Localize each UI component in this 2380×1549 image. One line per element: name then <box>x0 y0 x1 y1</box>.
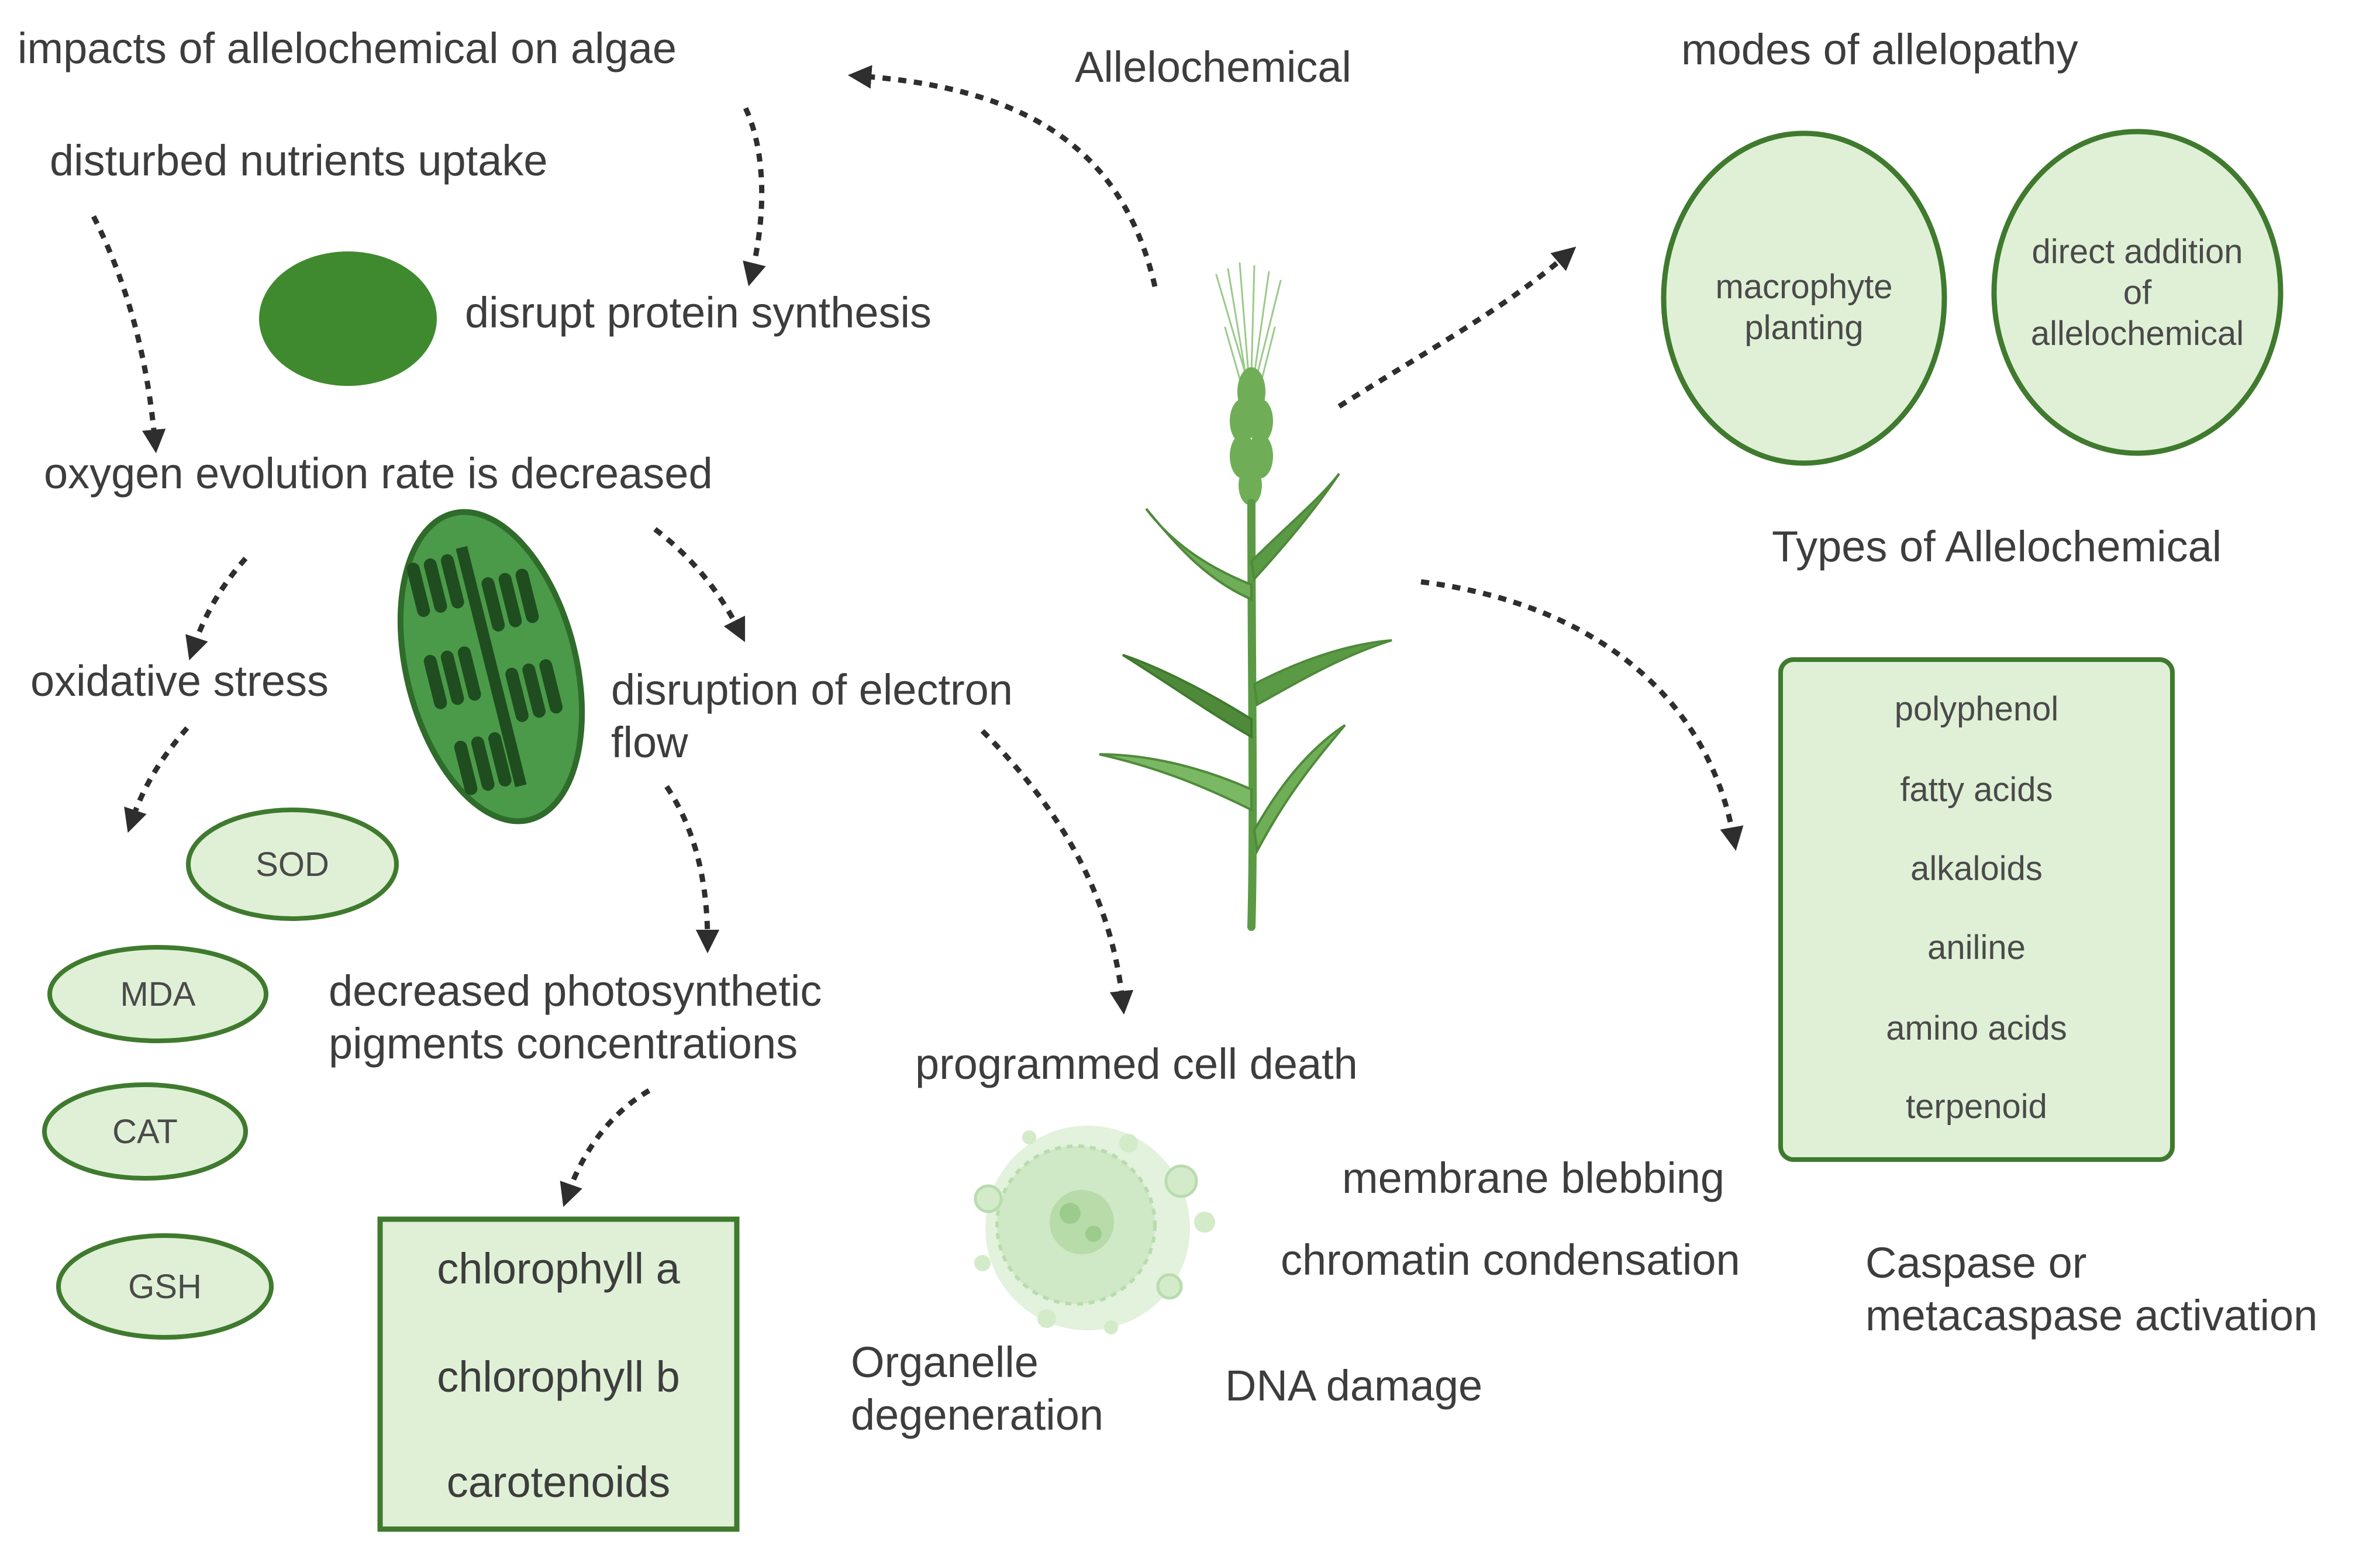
type-item: terpenoid <box>1906 1088 2047 1126</box>
wheat-plant-icon <box>1099 262 1392 931</box>
electron-label-line1: disruption of electron <box>611 665 1013 714</box>
caspase-label-line2: metacaspase activation <box>1865 1291 2317 1340</box>
arrow-to-electron <box>653 527 746 643</box>
mode-right-line2: of <box>2123 274 2152 312</box>
pigments-label-line1: decreased photosynthetic <box>329 967 822 1015</box>
arrow-to-enzymes <box>124 726 189 833</box>
protein-label: disrupt protein synthesis <box>465 288 932 337</box>
pigment-item: carotenoids <box>447 1458 671 1506</box>
arrow-to-pcd <box>980 729 1134 1015</box>
arrow-to-oxygen <box>91 215 166 454</box>
nutrients-label: disturbed nutrients uptake <box>50 136 548 185</box>
enzyme-sod-label: SOD <box>256 846 329 884</box>
arrow-to-modes <box>1337 246 1577 409</box>
membrane-label: membrane blebbing <box>1342 1154 1724 1202</box>
enzyme-gsh-label: GSH <box>128 1268 202 1306</box>
oxygen-label: oxygen evolution rate is decreased <box>44 449 713 498</box>
pcd-label: programmed cell death <box>915 1040 1358 1088</box>
pigments-label-line2: pigments concentrations <box>329 1019 798 1068</box>
allelochemical-label: Allelochemical <box>1075 43 1351 91</box>
pigment-item: chlorophyll b <box>437 1353 679 1401</box>
type-item: aniline <box>1927 929 2026 967</box>
mode-left-line1: macrophyte <box>1715 268 1892 306</box>
mode-direct-addition: direct addition of allelochemical <box>1991 129 2284 456</box>
modes-label: modes of allelopathy <box>1681 25 2078 74</box>
organelle-label-line2: degeneration <box>851 1391 1103 1439</box>
arrow-to-types <box>1420 579 1744 851</box>
oxidative-label: oxidative stress <box>30 657 329 705</box>
type-item: amino acids <box>1886 1009 2067 1047</box>
chromatin-label: chromatin condensation <box>1281 1236 1740 1284</box>
enzyme-mda-label: MDA <box>120 975 196 1013</box>
mode-right-line3: allelochemical <box>2031 315 2244 353</box>
enzyme-sod: SOD <box>186 808 399 921</box>
enzyme-gsh: GSH <box>56 1233 274 1340</box>
type-item: polyphenol <box>1895 690 2059 728</box>
types-label: Types of Allelochemical <box>1772 522 2222 571</box>
arrow-to-impacts <box>847 65 1158 288</box>
pigments-box: chlorophyll a chlorophyll b carotenoids <box>377 1216 740 1532</box>
allelochemical-types-box: polyphenol fatty acids alkaloids aniline… <box>1778 657 2175 1162</box>
type-item: alkaloids <box>1910 850 2043 888</box>
apoptotic-cell-icon <box>974 1126 1215 1334</box>
arrow-to-protein <box>743 107 766 287</box>
mode-left-line2: planting <box>1744 309 1863 347</box>
mode-macrophyte-planting: macrophyte planting <box>1661 130 1947 466</box>
arrow-to-oxidative <box>185 557 248 661</box>
type-item: fatty acids <box>1900 771 2053 809</box>
arrow-to-chlorophyll-box <box>560 1088 651 1208</box>
electron-label-line2: flow <box>611 718 688 767</box>
chloroplast-icon <box>397 509 585 824</box>
impacts-label: impacts of allelochemical on algae <box>18 24 677 73</box>
caspase-label-line1: Caspase or <box>1865 1238 2086 1287</box>
arrow-to-pigments <box>664 785 720 954</box>
algae-cell-icon <box>259 251 437 386</box>
mode-right-line1: direct addition <box>2031 233 2243 271</box>
dna-label: DNA damage <box>1225 1361 1482 1410</box>
enzyme-cat: CAT <box>42 1082 248 1181</box>
organelle-label-line1: Organelle <box>851 1338 1039 1386</box>
pigment-item: chlorophyll a <box>437 1244 680 1293</box>
enzyme-mda: MDA <box>47 945 268 1043</box>
enzyme-cat-label: CAT <box>112 1113 178 1151</box>
